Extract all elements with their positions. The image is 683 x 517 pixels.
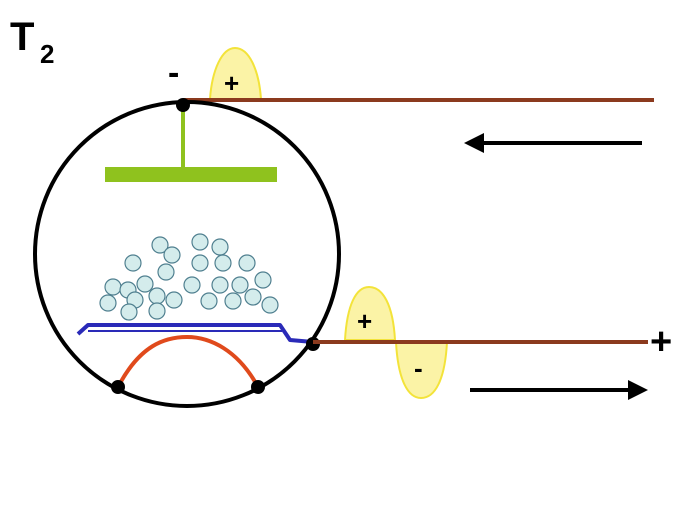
- electron: [136, 275, 154, 293]
- bottom-terminal-sign: +: [650, 321, 672, 363]
- bottom-pulse-pos-label: +: [357, 306, 372, 336]
- heater-terminal-left: [111, 380, 125, 394]
- electron: [211, 238, 229, 256]
- heater-terminal-right: [251, 380, 265, 394]
- electron-cloud: [99, 233, 279, 321]
- vacuum-tube: [33, 100, 341, 408]
- electron: [214, 254, 232, 272]
- electron: [254, 271, 272, 289]
- electron: [151, 236, 169, 254]
- arrow-right-icon: [470, 380, 648, 400]
- heater-filament: [116, 334, 260, 388]
- electron: [244, 288, 262, 306]
- electron: [99, 294, 117, 312]
- top-terminal-sign: -: [168, 54, 179, 92]
- electron: [157, 263, 175, 281]
- bottom-pulse-neg-label: -: [414, 353, 423, 383]
- electron: [148, 302, 166, 320]
- electron: [224, 292, 242, 310]
- electron: [183, 276, 201, 294]
- electron: [148, 287, 166, 305]
- electron: [120, 303, 138, 321]
- electron: [211, 276, 229, 294]
- bottom-pulse-positive: [343, 285, 397, 341]
- top-pulse-label: +: [224, 68, 239, 98]
- electron: [191, 233, 209, 251]
- title-subscript: 2: [40, 39, 54, 69]
- electron: [165, 291, 183, 309]
- anode-plate: [105, 167, 277, 182]
- cathode: [76, 323, 314, 344]
- top-terminal-dot: [176, 98, 190, 112]
- electron: [163, 246, 181, 264]
- electron: [261, 296, 279, 314]
- top-pulse-positive: [208, 46, 263, 100]
- electron: [231, 276, 249, 294]
- electron: [238, 254, 256, 272]
- title-letter: T: [10, 15, 34, 59]
- arrow-left-icon: [464, 133, 642, 153]
- electron: [124, 254, 142, 272]
- electron: [191, 254, 209, 272]
- bottom-pulse-negative: [394, 341, 449, 400]
- electron: [104, 278, 122, 296]
- electron: [200, 292, 218, 310]
